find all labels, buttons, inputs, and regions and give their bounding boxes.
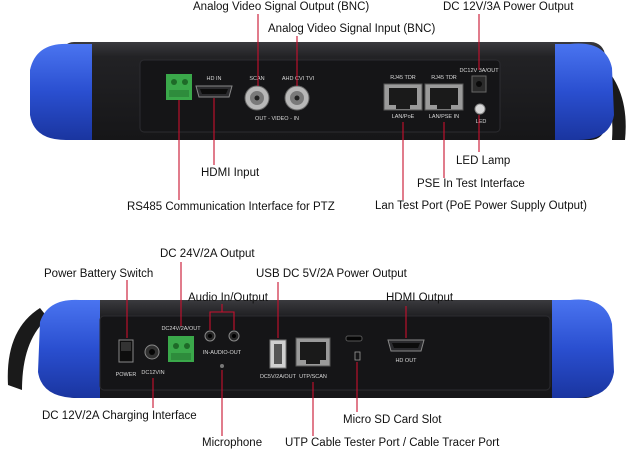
dc24v-out-label: DC24V/2A/OUT bbox=[161, 326, 201, 332]
lan-poe-label: LAN/PoE bbox=[392, 114, 415, 120]
rj45-lan-pse-port: RJ45 TDR LAN/PSE IN bbox=[424, 75, 464, 120]
callout-usb-out: USB DC 5V/2A Power Output bbox=[256, 268, 407, 280]
callout-utp-tester: UTP Cable Tester Port / Cable Tracer Por… bbox=[285, 437, 500, 449]
leader-lines bbox=[126, 14, 480, 436]
utp-scan-port: UTP/SCAN bbox=[295, 337, 331, 380]
callout-analog-in: Analog Video Signal Input (BNC) bbox=[268, 23, 436, 35]
ahd-cvi-tvi-label: AHD CVI TVI bbox=[282, 76, 315, 82]
hd-in-label: HD IN bbox=[207, 76, 222, 82]
rj45-tdr-label-2: RJ45 TDR bbox=[431, 75, 457, 81]
callout-lan-test: Lan Test Port (PoE Power Supply Output) bbox=[375, 200, 588, 212]
callout-audio-io: Audio In/Output bbox=[188, 292, 268, 304]
callout-hdmi-output: HDMI Output bbox=[386, 292, 454, 304]
scan-label: SCAN bbox=[249, 76, 264, 82]
callout-analog-out: Analog Video Signal Output (BNC) bbox=[193, 1, 370, 13]
top-panel bbox=[139, 59, 501, 133]
utp-scan-label: UTP/SCAN bbox=[299, 374, 327, 380]
dc12v-out-jack: DC12V 3A/OUT bbox=[459, 68, 499, 93]
lan-pse-in-label: LAN/PSE IN bbox=[429, 114, 459, 120]
top-left-bumper bbox=[30, 43, 92, 140]
callout-power-switch: Power Battery Switch bbox=[44, 268, 154, 280]
dc12vin-label: DC12VIN bbox=[141, 370, 164, 376]
led-lamp: LED bbox=[474, 103, 487, 125]
bottom-right-bumper bbox=[552, 299, 614, 398]
rj45-lan-poe-port: RJ45 TDR LAN/PoE bbox=[383, 75, 423, 120]
top-device: HD IN SCAN AHD CVI TVI OUT - VIDEO - IN … bbox=[30, 42, 626, 140]
out-video-in-label: OUT - VIDEO - IN bbox=[255, 116, 299, 122]
callout-rs485: RS485 Communication Interface for PTZ bbox=[127, 201, 335, 213]
in-audio-out-label: IN-AUDIO-OUT bbox=[203, 350, 242, 356]
dc24v-terminal: DC24V/2A/OUT bbox=[161, 326, 201, 362]
rs485-terminal bbox=[166, 74, 192, 100]
callout-dc24-out: DC 24V/2A Output bbox=[160, 248, 255, 260]
callout-dc12-3a-out: DC 12V/3A Power Output bbox=[443, 1, 574, 13]
usb-port: DC5V/2A/OUT bbox=[260, 339, 297, 380]
microphone-hole bbox=[220, 364, 224, 368]
callout-micro-sd: Micro SD Card Slot bbox=[343, 414, 442, 426]
audio-out-jack bbox=[228, 330, 240, 342]
power-label: POWER bbox=[116, 372, 137, 378]
micro-sd-slot bbox=[345, 335, 363, 361]
dc12v-in-jack: DC12VIN bbox=[141, 344, 165, 376]
callout-pse-test: PSE In Test Interface bbox=[417, 178, 525, 190]
rj45-tdr-label-1: RJ45 TDR bbox=[390, 75, 416, 81]
callout-microphone: Microphone bbox=[202, 437, 263, 449]
top-right-bumper bbox=[555, 43, 614, 140]
audio-in-jack bbox=[204, 330, 216, 342]
bottom-strap bbox=[7, 308, 48, 390]
hdmi-out-port: HD OUT bbox=[387, 339, 425, 364]
led-label: LED bbox=[476, 119, 487, 125]
bottom-left-bumper bbox=[38, 299, 100, 398]
bnc-out-connector: SCAN bbox=[244, 76, 270, 111]
dc5v-out-label: DC5V/2A/OUT bbox=[260, 374, 297, 380]
hd-out-label: HD OUT bbox=[395, 358, 417, 364]
callout-hdmi-input: HDMI Input bbox=[201, 167, 260, 179]
power-switch: POWER bbox=[116, 339, 137, 378]
hdmi-in-port: HD IN bbox=[195, 76, 233, 98]
dc12v-3a-out-label: DC12V 3A/OUT bbox=[459, 68, 499, 74]
bnc-in-connector: AHD CVI TVI bbox=[282, 76, 315, 111]
callout-dc12-charge: DC 12V/2A Charging Interface bbox=[42, 410, 197, 422]
bottom-device: POWER DC12VIN DC24V/2A/OUT IN-AUDIO-OUT bbox=[7, 299, 614, 398]
callout-led-lamp: LED Lamp bbox=[456, 155, 511, 167]
